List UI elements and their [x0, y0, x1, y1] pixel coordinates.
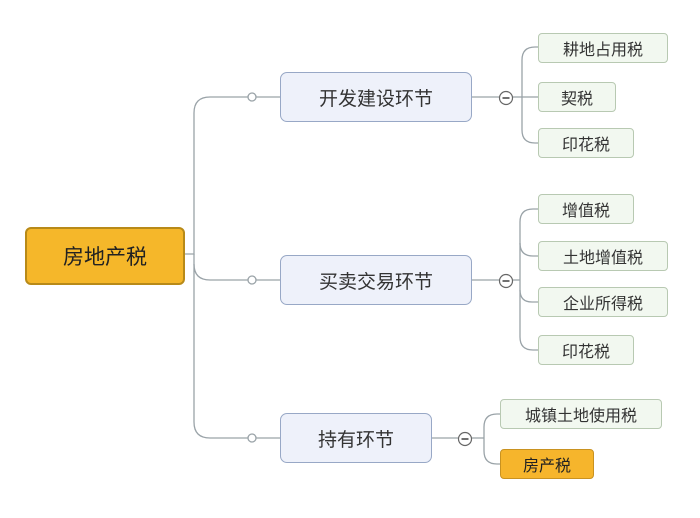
branch-transaction[interactable]: 买卖交易环节 [280, 255, 472, 305]
leaf-stamp-tax-2[interactable]: 印花税 [538, 335, 634, 365]
leaf-vat[interactable]: 增值税 [538, 194, 634, 224]
branch-holding[interactable]: 持有环节 [280, 413, 432, 463]
branch-development[interactable]: 开发建设环节 [280, 72, 472, 122]
leaf-stamp-tax-1[interactable]: 印花税 [538, 128, 634, 158]
collapse-toggle-1[interactable] [498, 90, 514, 106]
collapse-toggle-2[interactable] [498, 273, 514, 289]
collapse-toggle-3[interactable] [457, 431, 473, 447]
leaf-land-vat[interactable]: 土地增值税 [538, 241, 668, 271]
leaf-property-tax[interactable]: 房产税 [500, 449, 594, 479]
leaf-urban-land-use-tax[interactable]: 城镇土地使用税 [500, 399, 662, 429]
root-node[interactable]: 房地产税 [25, 227, 185, 285]
leaf-deed-tax[interactable]: 契税 [538, 82, 616, 112]
leaf-farmland-tax[interactable]: 耕地占用税 [538, 33, 668, 63]
leaf-corporate-income-tax[interactable]: 企业所得税 [538, 287, 668, 317]
